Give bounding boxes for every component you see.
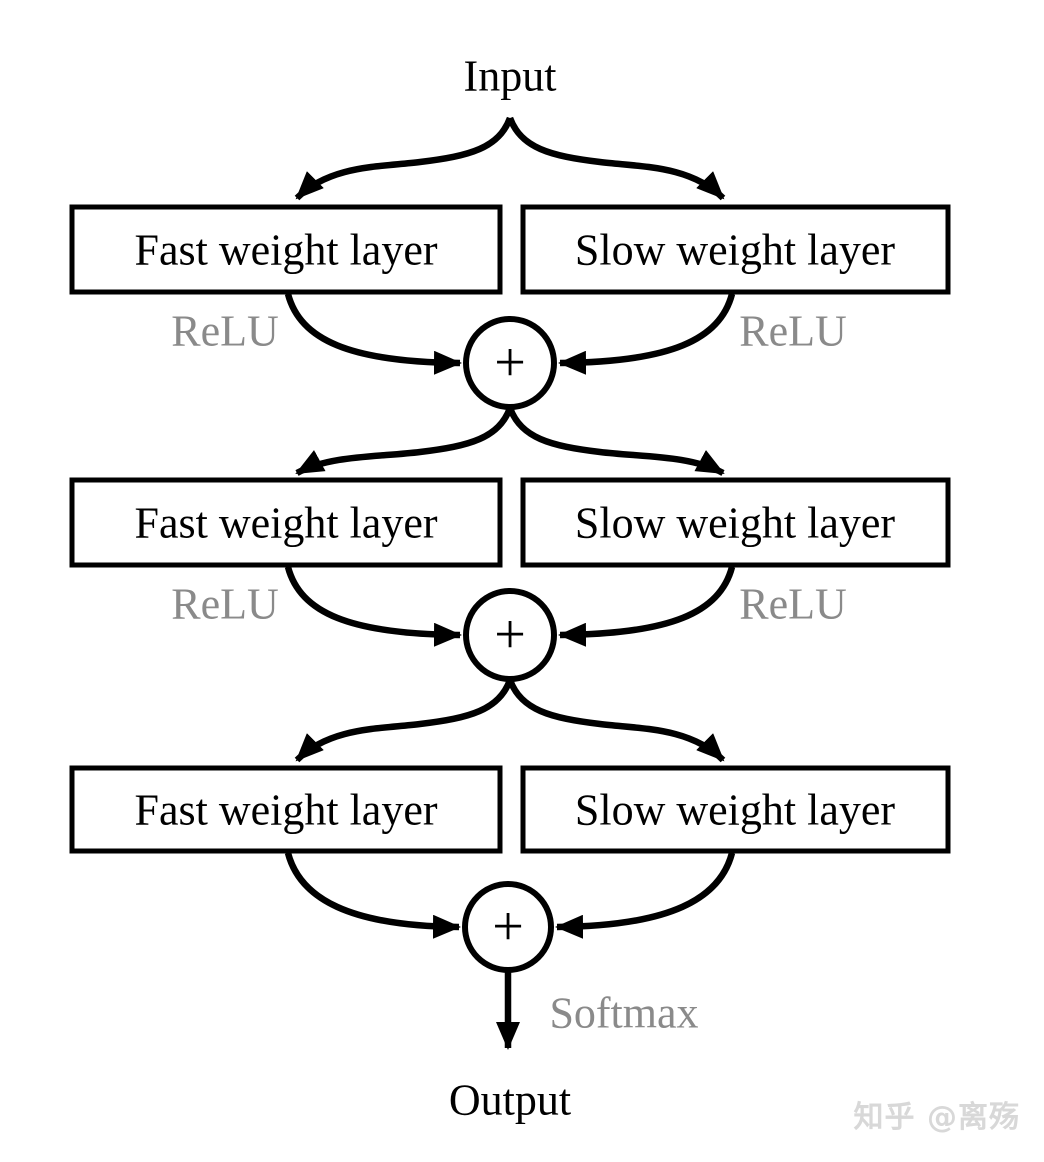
layer-row-3: Fast weight layer Slow weight layer + (69, 765, 951, 973)
fast-weight-layer-box-3 (69, 765, 503, 854)
edge-sum-2-to-fast-3 (294, 678, 514, 763)
edge-input-to-fast-1 (294, 116, 514, 201)
output-label: Output (449, 1076, 571, 1125)
watermark: 知乎 @离殇 (853, 1100, 1020, 1135)
fast-weight-layer-box-1 (69, 204, 503, 295)
sum-node-2 (463, 588, 557, 682)
slow-weight-layer-box-3 (520, 765, 951, 854)
layer-row-1: Fast weight layer Slow weight layer ReLU… (69, 204, 951, 410)
edge-fast-1-to-sum-1 (284, 293, 462, 375)
fast-weight-layer-box-2 (69, 477, 503, 568)
edge-slow-2-to-sum-2 (558, 566, 736, 647)
slow-weight-layer-label-2: Slow weight layer (575, 499, 896, 548)
slow-weight-layer-box-1 (520, 204, 951, 295)
edge-sum-1-to-slow-2 (506, 406, 725, 476)
relu-label-right-2: ReLU (739, 580, 847, 629)
fast-weight-layer-label-3: Fast weight layer (134, 786, 437, 835)
edge-sum-2-to-slow-3 (506, 678, 726, 763)
edge-fast-2-to-sum-2 (284, 566, 462, 647)
slow-weight-layer-box-2 (520, 477, 951, 568)
slow-weight-layer-label-1: Slow weight layer (575, 226, 896, 275)
fast-weight-layer-label-1: Fast weight layer (134, 226, 437, 275)
relu-label-right-1: ReLU (739, 307, 847, 356)
slow-weight-layer-label-3: Slow weight layer (575, 786, 896, 835)
relu-label-left-1: ReLU (171, 307, 279, 356)
sum-node-1 (463, 316, 557, 410)
sum-node-3 (462, 881, 554, 973)
input-label: Input (464, 52, 557, 101)
edge-input-to-slow-1 (506, 116, 726, 201)
edge-slow-1-to-sum-1 (558, 293, 736, 375)
edge-fast-3-to-sum-3 (284, 852, 461, 939)
relu-label-left-2: ReLU (171, 580, 279, 629)
plus-icon-1: + (494, 332, 526, 394)
plus-icon-2: + (494, 604, 526, 666)
edge-sum-1-to-fast-2 (295, 406, 514, 476)
fast-weight-layer-label-2: Fast weight layer (134, 499, 437, 548)
softmax-label: Softmax (549, 989, 698, 1038)
edge-slow-3-to-sum-3 (555, 852, 736, 939)
layer-row-2: Fast weight layer Slow weight layer ReLU… (69, 477, 951, 682)
plus-icon-3: + (492, 896, 524, 958)
